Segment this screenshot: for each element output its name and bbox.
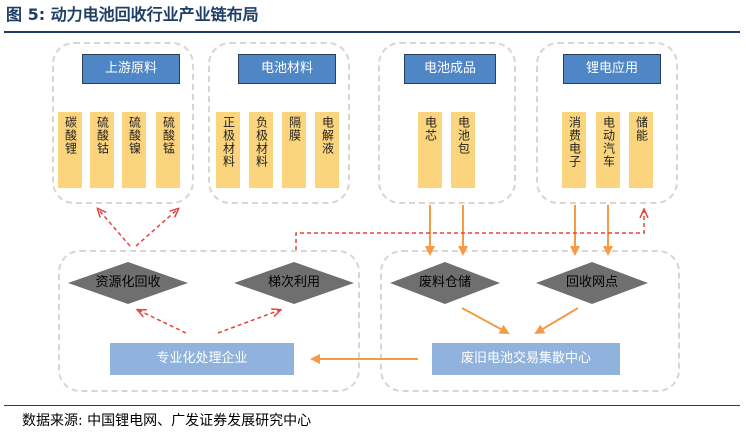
figure-source: 数据来源: 中国锂电网、广发证券发展研究中心	[22, 413, 312, 429]
arrow-recycle-to-upstream-left	[98, 209, 131, 247]
item-separator: 隔膜	[282, 112, 306, 188]
category-box-materials	[208, 42, 350, 204]
arrow-enterprise-to-cascade	[217, 310, 280, 334]
label-cascade-use: 梯次利用	[267, 275, 320, 290]
category-box-finished	[378, 42, 516, 204]
item-anode-material: 负极材料	[249, 112, 273, 188]
diamond-recycle-outlets	[536, 262, 648, 304]
arrow-cascade-to-storage	[295, 210, 644, 250]
specialized-enterprise-box: 专业化处理企业	[110, 343, 294, 375]
item-nickel-sulfate: 硫酸镍	[122, 112, 146, 188]
item-cell: 电芯	[418, 112, 442, 188]
arrow-outlets-to-center	[534, 307, 579, 335]
arrow-enterprise-to-recycle	[138, 310, 187, 334]
item-electric-vehicle: 电动汽车	[596, 112, 620, 188]
item-consumer-electronics: 消费电子	[562, 112, 586, 188]
item-energy-storage: 储能	[629, 112, 653, 188]
diamond-waste-storage	[390, 262, 500, 304]
item-manganese-sulfate: 硫酸锰	[156, 112, 180, 188]
figure-title: 图 5: 动力电池回收行业产业链布局	[6, 5, 259, 24]
category-box-upstream	[52, 42, 194, 204]
item-battery-pack: 电池包	[451, 112, 475, 188]
arrow-storage-to-center	[461, 307, 510, 334]
header-upstream: 上游原料	[82, 54, 180, 84]
header-finished: 电池成品	[404, 54, 496, 84]
item-cobalt-sulfate: 硫酸钴	[90, 112, 114, 188]
label-waste-storage: 废料仓储	[418, 275, 471, 290]
header-materials: 电池材料	[238, 54, 336, 84]
source-rule	[4, 405, 740, 406]
header-applications: 锂电应用	[563, 54, 661, 84]
item-cathode-material: 正极材料	[216, 112, 240, 188]
label-resource-recycle: 资源化回收	[95, 275, 161, 290]
recycling-utilization-area	[58, 250, 360, 392]
title-rule	[4, 31, 740, 33]
label-recycle-outlets: 回收网点	[565, 275, 618, 290]
diamond-resource-recycle	[68, 262, 188, 304]
arrow-recycle-to-upstream	[135, 209, 178, 247]
item-lithium-carbonate: 碳酸锂	[58, 112, 82, 188]
trading-center-box: 废旧电池交易集散中心	[432, 343, 620, 375]
diamond-cascade-use	[234, 262, 354, 304]
item-electrolyte: 电解液	[315, 112, 339, 188]
category-box-applications	[536, 42, 678, 204]
collection-trading-area	[380, 250, 680, 392]
